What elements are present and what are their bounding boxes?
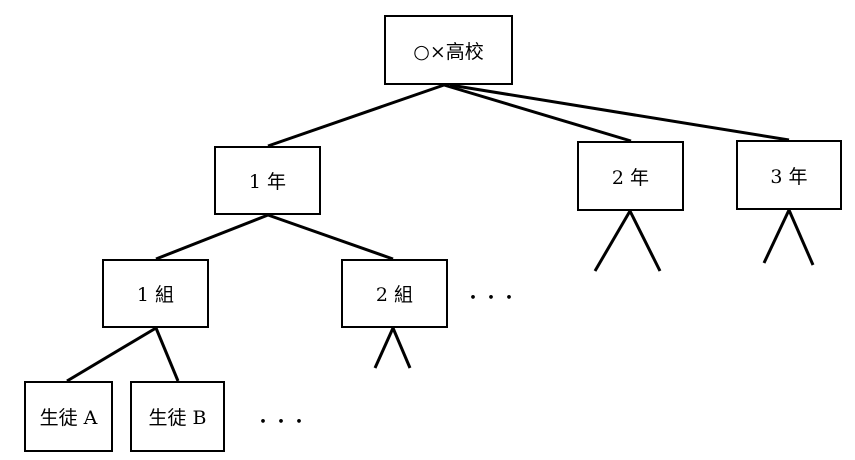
edge-school-year1	[267, 83, 445, 148]
edge-year1-class2	[267, 213, 394, 261]
node-year-2: 2 年	[577, 141, 684, 211]
node-school: ○×高校	[384, 15, 513, 85]
node-student-b-label: 生徒 B	[148, 407, 207, 429]
stub-year3-right	[787, 209, 815, 266]
edge-year1-class1	[155, 213, 269, 261]
node-class-1: 1 組	[102, 259, 209, 328]
node-student-a: 生徒 A	[24, 381, 113, 452]
stub-class2-left	[373, 327, 395, 369]
node-year-3-label: 3 年	[770, 165, 808, 188]
node-class-1-label: 1 組	[136, 284, 175, 306]
node-year-1: 1 年	[214, 146, 321, 215]
node-year-2-label: 2 年	[611, 166, 650, 189]
ellipsis-more-classes: ・・・	[464, 288, 518, 309]
node-year-3: 3 年	[736, 140, 842, 210]
node-year-1-label: 1 年	[248, 171, 287, 193]
node-class-2: 2 組	[341, 259, 448, 328]
stub-year2-right	[628, 210, 662, 272]
edge-class1-studentA	[66, 326, 157, 383]
node-school-label: ○×高校	[413, 40, 484, 63]
ellipsis-more-students: ・・・	[254, 412, 308, 433]
stub-class2-right	[391, 327, 412, 369]
stub-year3-left	[762, 209, 791, 264]
edge-class1-studentB	[154, 327, 180, 382]
node-student-a-label: 生徒 A	[39, 407, 98, 429]
edge-school-year2	[443, 83, 632, 143]
node-class-2-label: 2 組	[375, 284, 414, 306]
node-student-b: 生徒 B	[130, 381, 225, 452]
stub-year2-left	[593, 210, 632, 272]
edge-school-year3	[449, 83, 790, 142]
